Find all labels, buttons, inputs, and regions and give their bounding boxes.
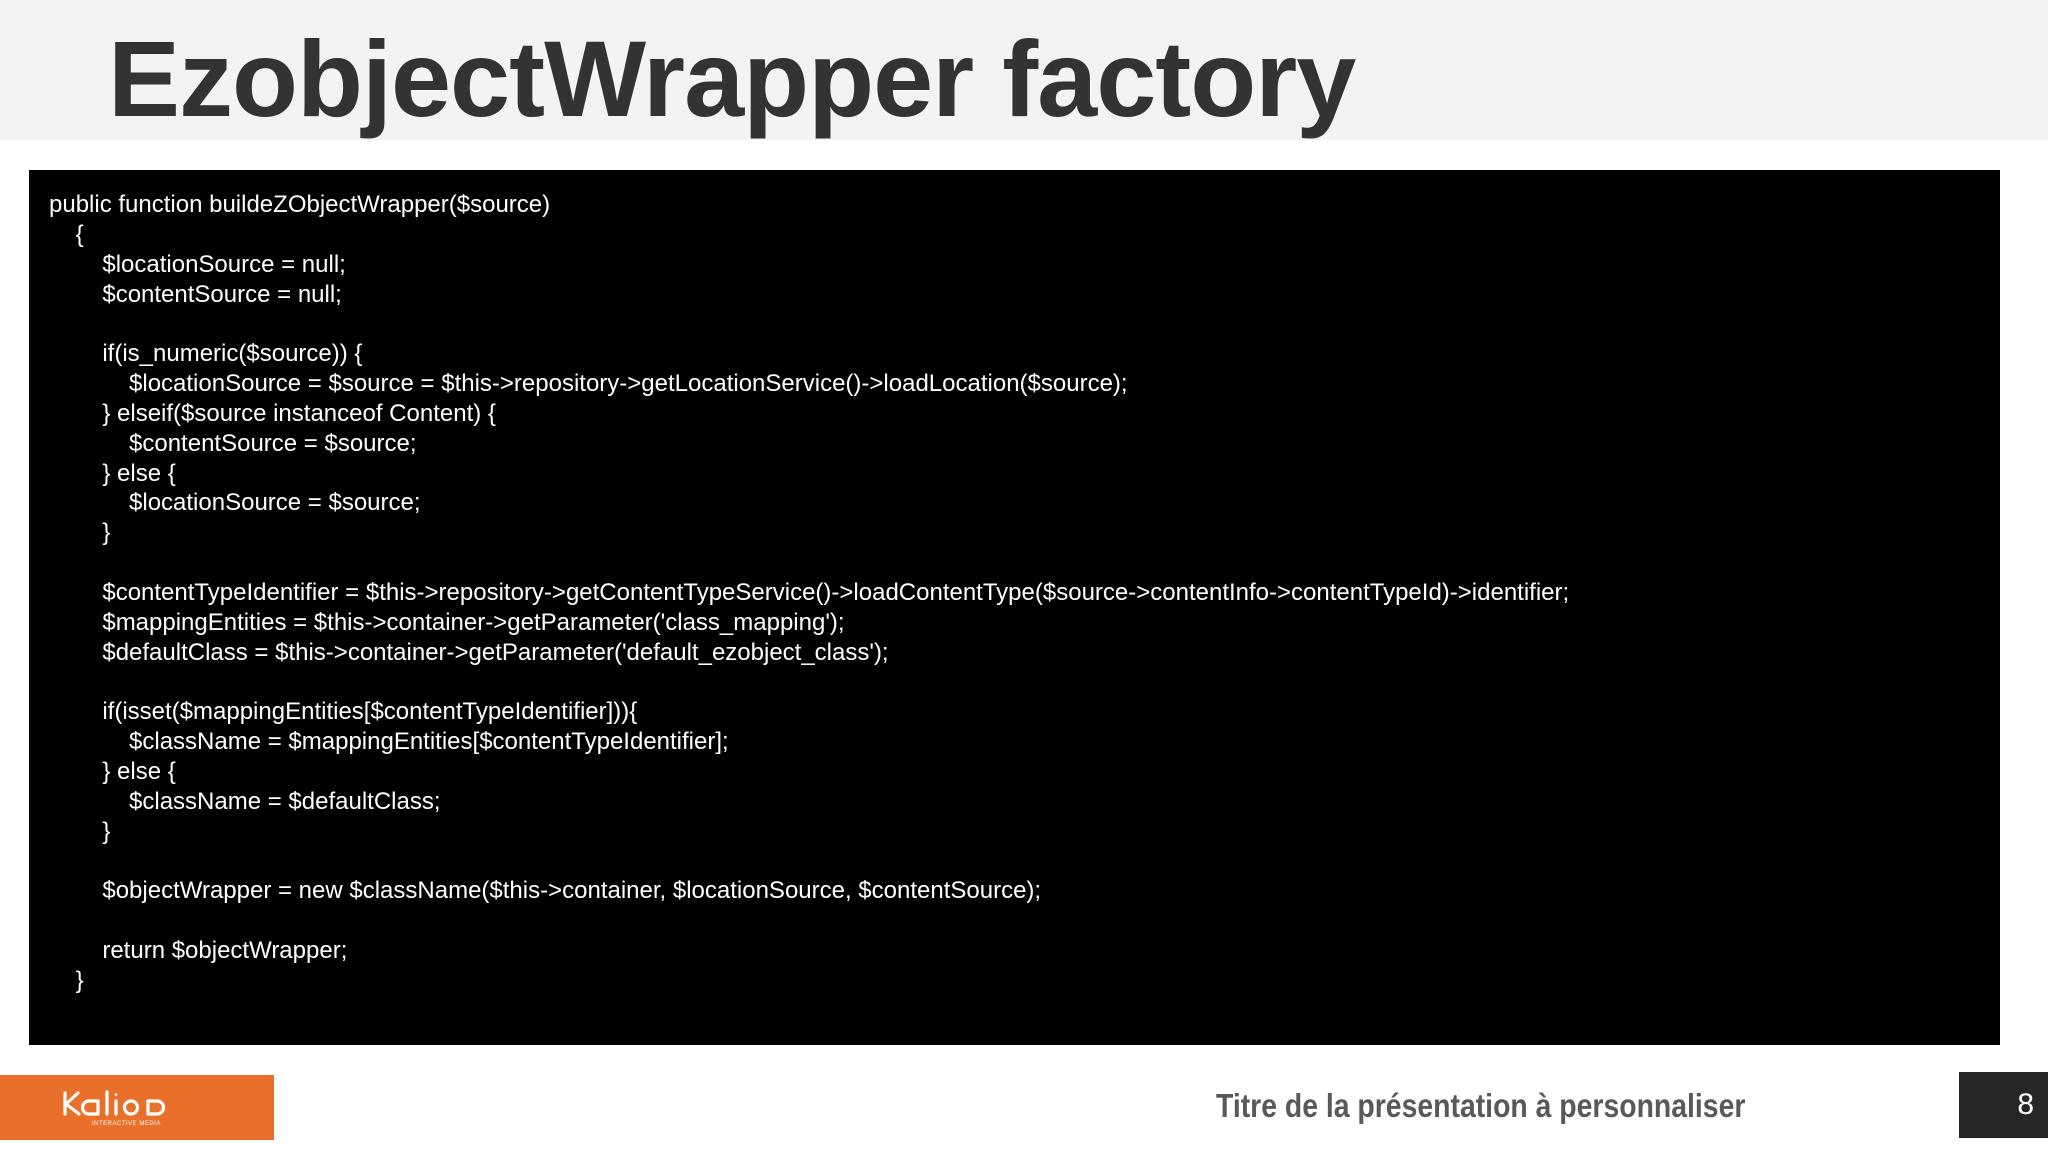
code-line: }: [49, 519, 111, 547]
code-line: $contentSource = $source;: [49, 429, 417, 457]
code-line: } else {: [49, 459, 176, 487]
slide-title: EzobjectWrapper factory: [108, 18, 1356, 139]
code-line: [49, 847, 1569, 877]
page-number: 8: [2017, 1088, 2034, 1121]
code-line: $contentTypeIdentifier = $this->reposito…: [49, 578, 1570, 606]
logo-tagline: INTERACTIVE MEDIA: [92, 1121, 161, 1127]
code-line: }: [49, 966, 84, 994]
code-line: $defaultClass = $this->container->getPar…: [49, 638, 889, 666]
code-line: $mappingEntities = $this->container->get…: [49, 608, 845, 636]
code-line: {: [49, 220, 84, 248]
code-line: $contentSource = null;: [49, 280, 342, 308]
code-line: [49, 309, 1569, 339]
code-line: $locationSource = null;: [49, 250, 346, 278]
code-line: $objectWrapper = new $className($this->c…: [49, 877, 1042, 905]
page-number-box: 8: [1959, 1072, 2048, 1138]
code-line: $className = $defaultClass;: [49, 787, 441, 815]
code-line: } elseif($source instanceof Content) {: [49, 399, 496, 427]
kaliop-logo-icon: INTERACTIVE MEDIA: [63, 1090, 166, 1127]
code-line: public function buildeZObjectWrapper($so…: [49, 191, 551, 218]
code-lines: public function buildeZObjectWrapper($so…: [49, 190, 1569, 996]
presentation-title: Titre de la présentation à personnaliser: [1216, 1087, 1746, 1124]
code-line: [49, 668, 1569, 698]
code-line: [49, 548, 1569, 578]
code-line: return $objectWrapper;: [49, 937, 348, 965]
kaliop-logo: INTERACTIVE MEDIA: [0, 1075, 274, 1140]
code-line: $locationSource = $source;: [49, 489, 421, 517]
title-band: [0, 0, 2048, 140]
code-line: $locationSource = $source = $this->repos…: [49, 370, 1128, 398]
code-line: } else {: [49, 758, 176, 786]
code-block: public function buildeZObjectWrapper($so…: [29, 170, 2000, 1045]
code-line: }: [49, 817, 111, 845]
code-line: $className = $mappingEntities[$contentTy…: [49, 728, 729, 756]
code-line: [49, 906, 1569, 936]
code-line: if(isset($mappingEntities[$contentTypeId…: [49, 698, 638, 726]
code-line: if(is_numeric($source)) {: [49, 340, 363, 368]
